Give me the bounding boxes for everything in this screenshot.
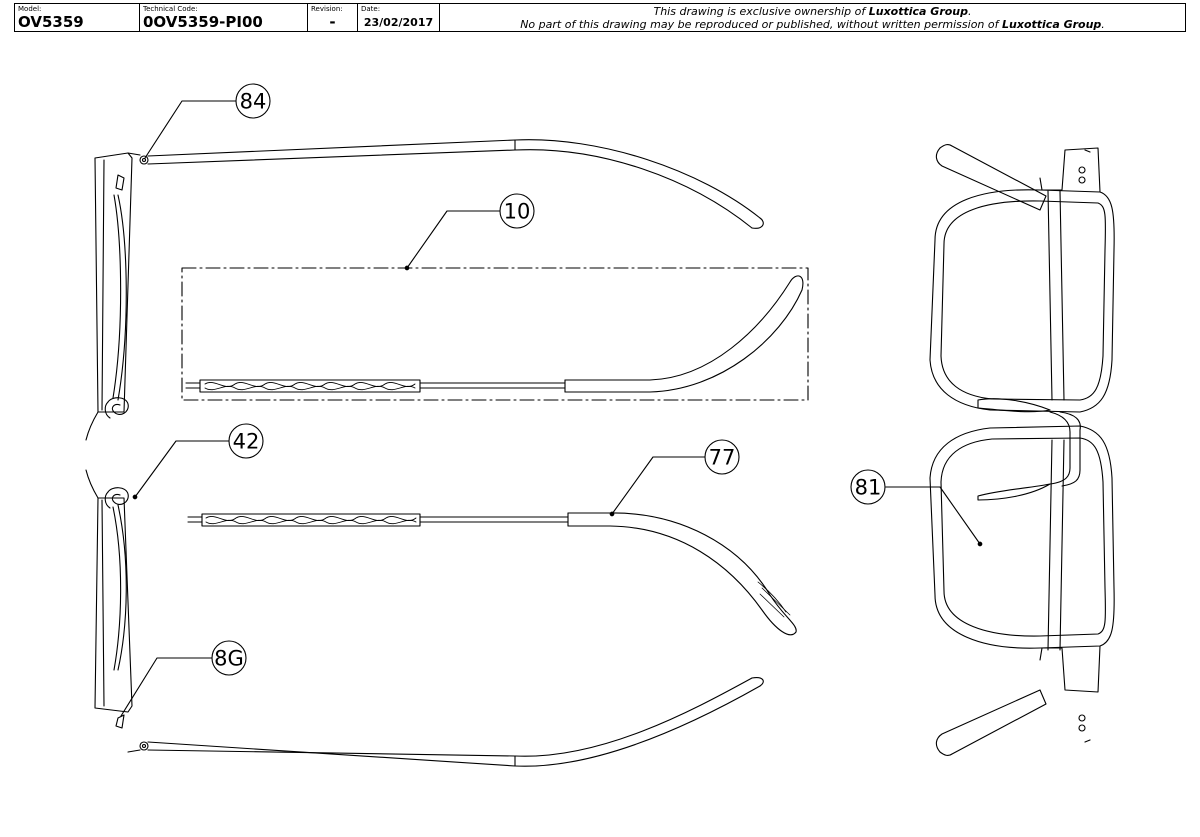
callout-84-label: 84: [240, 90, 267, 114]
date-label: Date:: [361, 5, 381, 13]
top-view-frame: [85, 152, 149, 753]
front-view-frame: [929, 143, 1115, 757]
technical-code-value: 0OV5359-PI00: [143, 13, 263, 31]
top-temple-upper: [147, 139, 764, 229]
temple-detail-box: [181, 267, 809, 401]
model-label: Model:: [18, 5, 42, 13]
revision-cell: Revision: -: [308, 4, 358, 31]
revision-value: -: [329, 13, 336, 31]
revision-label: Revision:: [311, 5, 343, 13]
ownership-line-2: No part of this drawing may be reproduce…: [520, 18, 1105, 31]
callout-81: 81: [850, 469, 983, 547]
callout-84: 84: [144, 83, 271, 159]
temple-side-view: [187, 512, 797, 636]
model-value: OV5359: [18, 13, 84, 31]
top-temple-lower: [147, 677, 764, 767]
model-cell: Model: OV5359: [15, 4, 140, 31]
callout-77-label: 77: [709, 446, 736, 470]
technical-code-label: Technical Code:: [143, 5, 198, 13]
callout-8G-label: 8G: [214, 647, 244, 671]
callout-10-label: 10: [504, 200, 531, 224]
ownership-notice: This drawing is exclusive ownership of L…: [440, 4, 1185, 31]
technical-code-cell: Technical Code: 0OV5359-PI00: [140, 4, 308, 31]
callout-8G: 8G: [120, 640, 247, 717]
callout-81-label: 81: [855, 476, 882, 500]
date-value: 23/02/2017: [363, 16, 434, 29]
callout-77: 77: [609, 439, 740, 517]
callout-42-label: 42: [233, 430, 260, 454]
callout-10: 10: [404, 193, 535, 271]
date-cell: Date: 23/02/2017: [358, 4, 440, 31]
ownership-line-1: This drawing is exclusive ownership of L…: [653, 5, 972, 18]
title-block: Model: OV5359 Technical Code: 0OV5359-PI…: [14, 3, 1186, 32]
callout-42: 42: [132, 423, 264, 500]
